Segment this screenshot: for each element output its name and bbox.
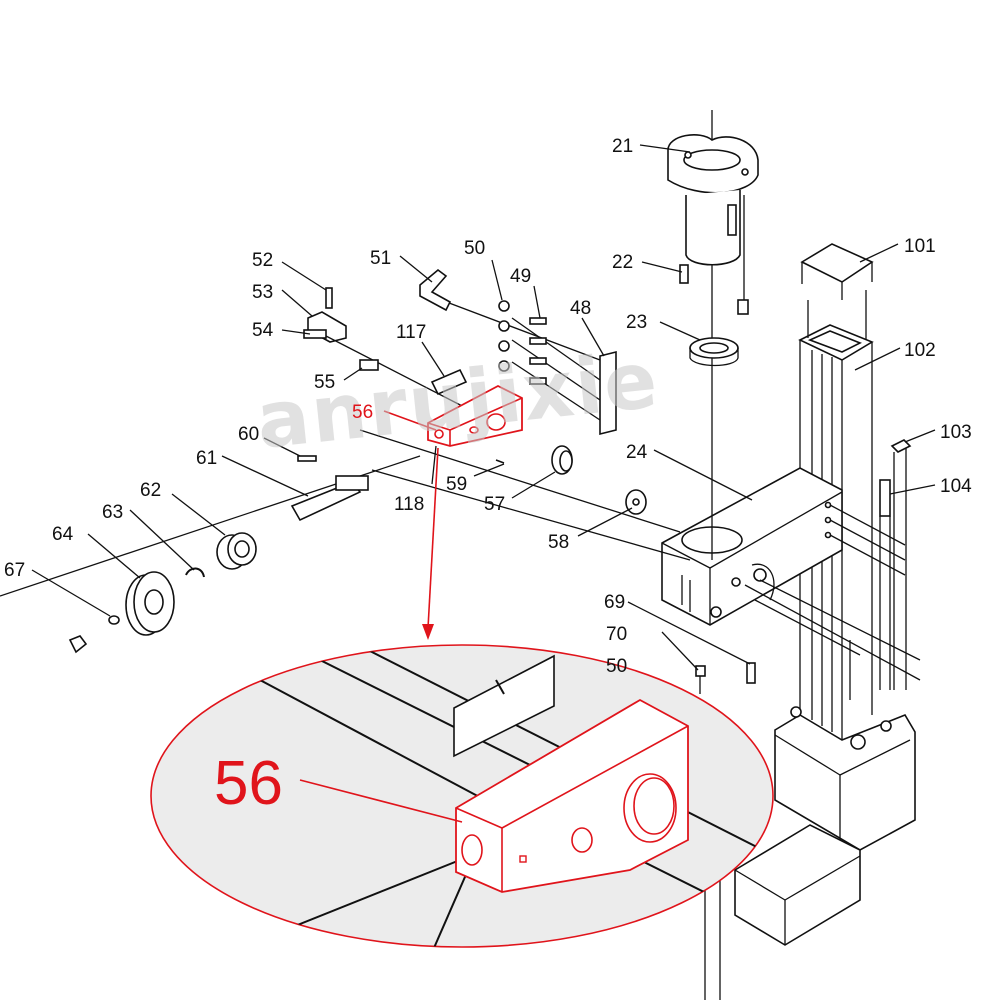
callout-67: 67 (4, 560, 25, 581)
pinion-shaft (359, 429, 691, 561)
callout-61: 61 (196, 448, 217, 469)
feed-parts (297, 268, 617, 462)
handwheel-parts (0, 455, 421, 654)
callout-57: 57 (484, 494, 505, 515)
callout-101: 101 (904, 236, 936, 257)
leader-lines (31, 144, 936, 671)
callout-58: 58 (548, 532, 569, 553)
zoom-callout-56: 56 (214, 749, 283, 818)
watermark-text: anrujixie (252, 335, 663, 467)
callout-49: 49 (510, 266, 531, 287)
callout-48: 48 (570, 298, 591, 319)
callout-23: 23 (626, 312, 647, 333)
callout-70: 70 (606, 624, 627, 645)
callout-53: 53 (252, 282, 273, 303)
part-56-small (427, 384, 523, 447)
callout-118: 118 (394, 494, 424, 515)
callout-50: 50 (464, 238, 485, 259)
zoom-view (150, 644, 774, 948)
arrow-head (422, 624, 434, 640)
callout-63: 63 (102, 502, 123, 523)
callout-62: 62 (140, 480, 161, 501)
callout-102: 102 (904, 340, 936, 361)
callout-22: 22 (612, 252, 633, 273)
callout-60: 60 (238, 424, 259, 445)
callout-117: 117 (396, 322, 426, 343)
callout-59: 59 (446, 474, 467, 495)
callout-24: 24 (626, 442, 648, 463)
callout-51: 51 (370, 248, 391, 269)
callout-104: 104 (940, 476, 972, 497)
quill-housing (667, 110, 759, 560)
callout-69: 69 (604, 592, 625, 613)
callout-56: 56 (352, 402, 373, 423)
callout-55: 55 (314, 372, 335, 393)
callout-52: 52 (252, 250, 273, 271)
callout-103: 103 (940, 422, 972, 443)
callout-labels: 21 22 23 24 48 49 50 51 52 53 54 55 56 5… (4, 136, 972, 677)
column-assembly (661, 243, 921, 1000)
callout-64: 64 (52, 524, 74, 545)
callout-50-lower: 50 (606, 656, 627, 677)
zoom-arrow (422, 447, 439, 640)
callout-54: 54 (252, 320, 274, 341)
callout-21: 21 (612, 136, 633, 157)
